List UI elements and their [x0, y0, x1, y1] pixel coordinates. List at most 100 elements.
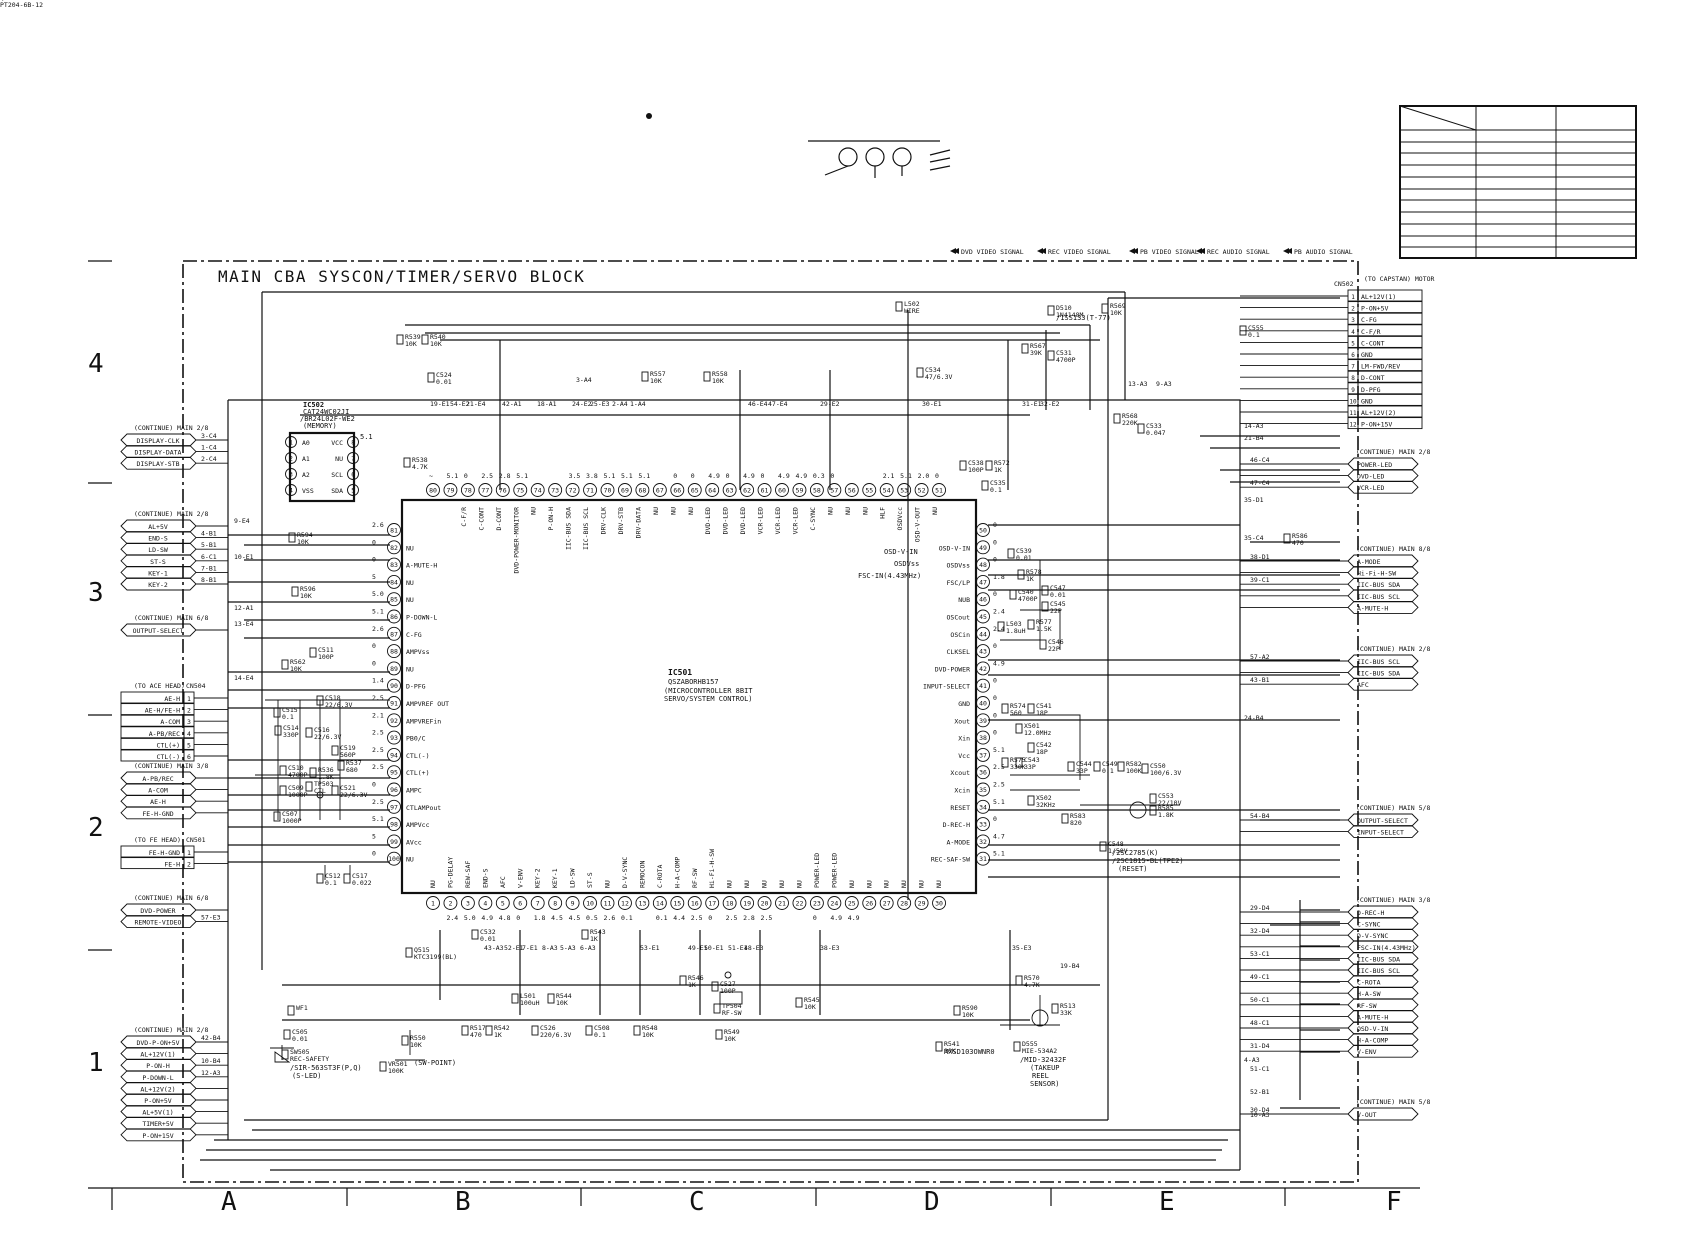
ic501-pin-number: 9 — [571, 900, 575, 908]
ic501-pin — [976, 661, 990, 676]
ic501-pin — [862, 896, 877, 910]
connector-pin-number: 11 — [1349, 410, 1357, 417]
ic501-pin — [976, 644, 990, 659]
cross-ref: 50-C1 — [1250, 996, 1270, 1004]
ic501-pin-name: C-ROTA — [656, 864, 664, 888]
component-value: 330P — [283, 731, 299, 739]
ic501-pin-name: RF-SW — [691, 868, 699, 888]
component-value: 22/6.3V — [314, 733, 341, 741]
connector-header: (CONTINUE) MAIN 2/8 — [134, 1026, 208, 1034]
component-value: 33P — [1076, 767, 1088, 775]
ic501-pin-name: NU — [604, 880, 612, 888]
ic501-pin-number: 61 — [761, 487, 769, 495]
component-ref: TP503 — [314, 780, 334, 788]
component-value: 100K — [1126, 767, 1142, 775]
component-symbol — [1041, 585, 1049, 596]
component-ref: C524 — [436, 371, 452, 379]
grid-col-label: A — [221, 1187, 237, 1217]
component-value: 10K — [405, 340, 417, 348]
osd-label: OSD-V-IN — [884, 548, 918, 556]
ic501-pin-number: 72 — [569, 487, 577, 495]
ic501-pin — [976, 782, 990, 797]
ic501-pin — [670, 483, 685, 497]
ic501-pin-number: 62 — [743, 487, 751, 495]
component-symbol — [309, 767, 317, 778]
ic501-pin-number: 77 — [481, 487, 489, 495]
cross-ref: 35-D1 — [1244, 496, 1264, 504]
component-symbol — [485, 1025, 493, 1036]
cross-ref: 21-E4 — [466, 400, 486, 408]
cross-ref: 51-E1 — [728, 944, 748, 952]
component-value: 10K — [804, 1003, 816, 1011]
legend-arrow-icon — [1283, 248, 1292, 254]
ic501-pin — [844, 896, 859, 910]
grid-col-label: F — [1386, 1187, 1402, 1217]
pin-voltage: 5.1 — [446, 472, 458, 480]
cross-ref: 53-C1 — [1250, 950, 1270, 958]
ic501-pin-name: A-MUTE-H — [406, 562, 437, 570]
ic501-pin-number: 48 — [979, 561, 987, 569]
ic501-pin-number: 87 — [390, 630, 398, 638]
connector-pin-number: 9 — [1351, 387, 1355, 394]
ic501-pin-name: NU — [761, 880, 769, 888]
component-ref: R582 — [1126, 760, 1142, 768]
component-value: 10K — [410, 1041, 422, 1049]
ic501-pin — [976, 626, 990, 641]
component-value: 560P — [340, 751, 356, 759]
component-symbol — [1007, 548, 1015, 559]
component-ref: R570 — [1024, 974, 1040, 982]
cross-ref: 8-A3 — [542, 944, 558, 952]
ic502-pin-name: A0 — [302, 439, 310, 447]
pin-voltage: 2.8 — [743, 914, 755, 922]
pin-voltage: 5.1 — [621, 472, 633, 480]
cross-ref: 51-C1 — [1250, 1065, 1270, 1073]
connector-label: REMOTE-VIDEO — [135, 919, 182, 927]
ic501-pin-number: 18 — [726, 900, 734, 908]
ic501-pin-name: VCR-LED — [774, 507, 782, 534]
pin-voltage: 0 — [372, 642, 376, 650]
component-ref: C538 — [968, 459, 984, 467]
component-symbol — [547, 993, 555, 1004]
ic501-pin — [757, 896, 772, 910]
cross-ref: 50-E1 — [704, 944, 724, 952]
ic502-pin — [347, 484, 359, 496]
ic501-pin-name: CTL(-) — [406, 752, 429, 760]
component-value: 1.8K — [318, 773, 334, 781]
offpage-connector — [1347, 1107, 1419, 1121]
cross-ref: 54-E2 — [450, 400, 470, 408]
pin-voltage: 2.4 — [446, 914, 458, 922]
ic501-pin-number: 90 — [390, 682, 398, 690]
ic501-pin-number: 96 — [390, 786, 398, 794]
connector-label: IIC-BUS SDA — [1357, 670, 1400, 678]
component-ref: C546 — [1048, 638, 1064, 646]
pin-voltage: 0 — [993, 729, 997, 737]
ic501-pin-number: 39 — [979, 717, 987, 725]
ic501-pin-name: NU — [900, 880, 908, 888]
ic501-pin-number: 82 — [390, 544, 398, 552]
connector-pin-box — [1357, 312, 1423, 325]
offpage-connector — [1347, 825, 1419, 839]
grid-row-label: 2 — [88, 813, 104, 843]
cross-ref: 31-E1 — [1022, 400, 1042, 408]
grid-ruler-bottom — [88, 1187, 1420, 1210]
connector-label: DISPLAY-DATA — [135, 449, 182, 457]
component-symbol — [1001, 703, 1009, 714]
connector-pin-box — [1357, 359, 1423, 372]
grid-col-label: C — [689, 1187, 705, 1217]
connector-pin-number: 6 — [187, 753, 191, 761]
component-value: 0.01 — [292, 1035, 308, 1043]
pin-voltage: 2.5 — [372, 763, 384, 771]
component-ref: R596 — [300, 585, 316, 593]
component-value: 10K — [650, 377, 662, 385]
connector-pin-box — [1357, 301, 1423, 314]
ic502-pin — [285, 452, 297, 464]
connector-pin-box — [1357, 382, 1423, 395]
component-value: 4700P — [288, 771, 308, 779]
ic501-pin-number: 41 — [979, 682, 987, 690]
ic501-pin — [976, 557, 990, 572]
cross-ref: 5-B1 — [201, 541, 217, 549]
ic501-pin-number: 3 — [466, 900, 470, 908]
cross-ref: 47-C4 — [1250, 479, 1270, 487]
ic501-pin — [809, 896, 824, 910]
component-symbol — [959, 460, 967, 471]
